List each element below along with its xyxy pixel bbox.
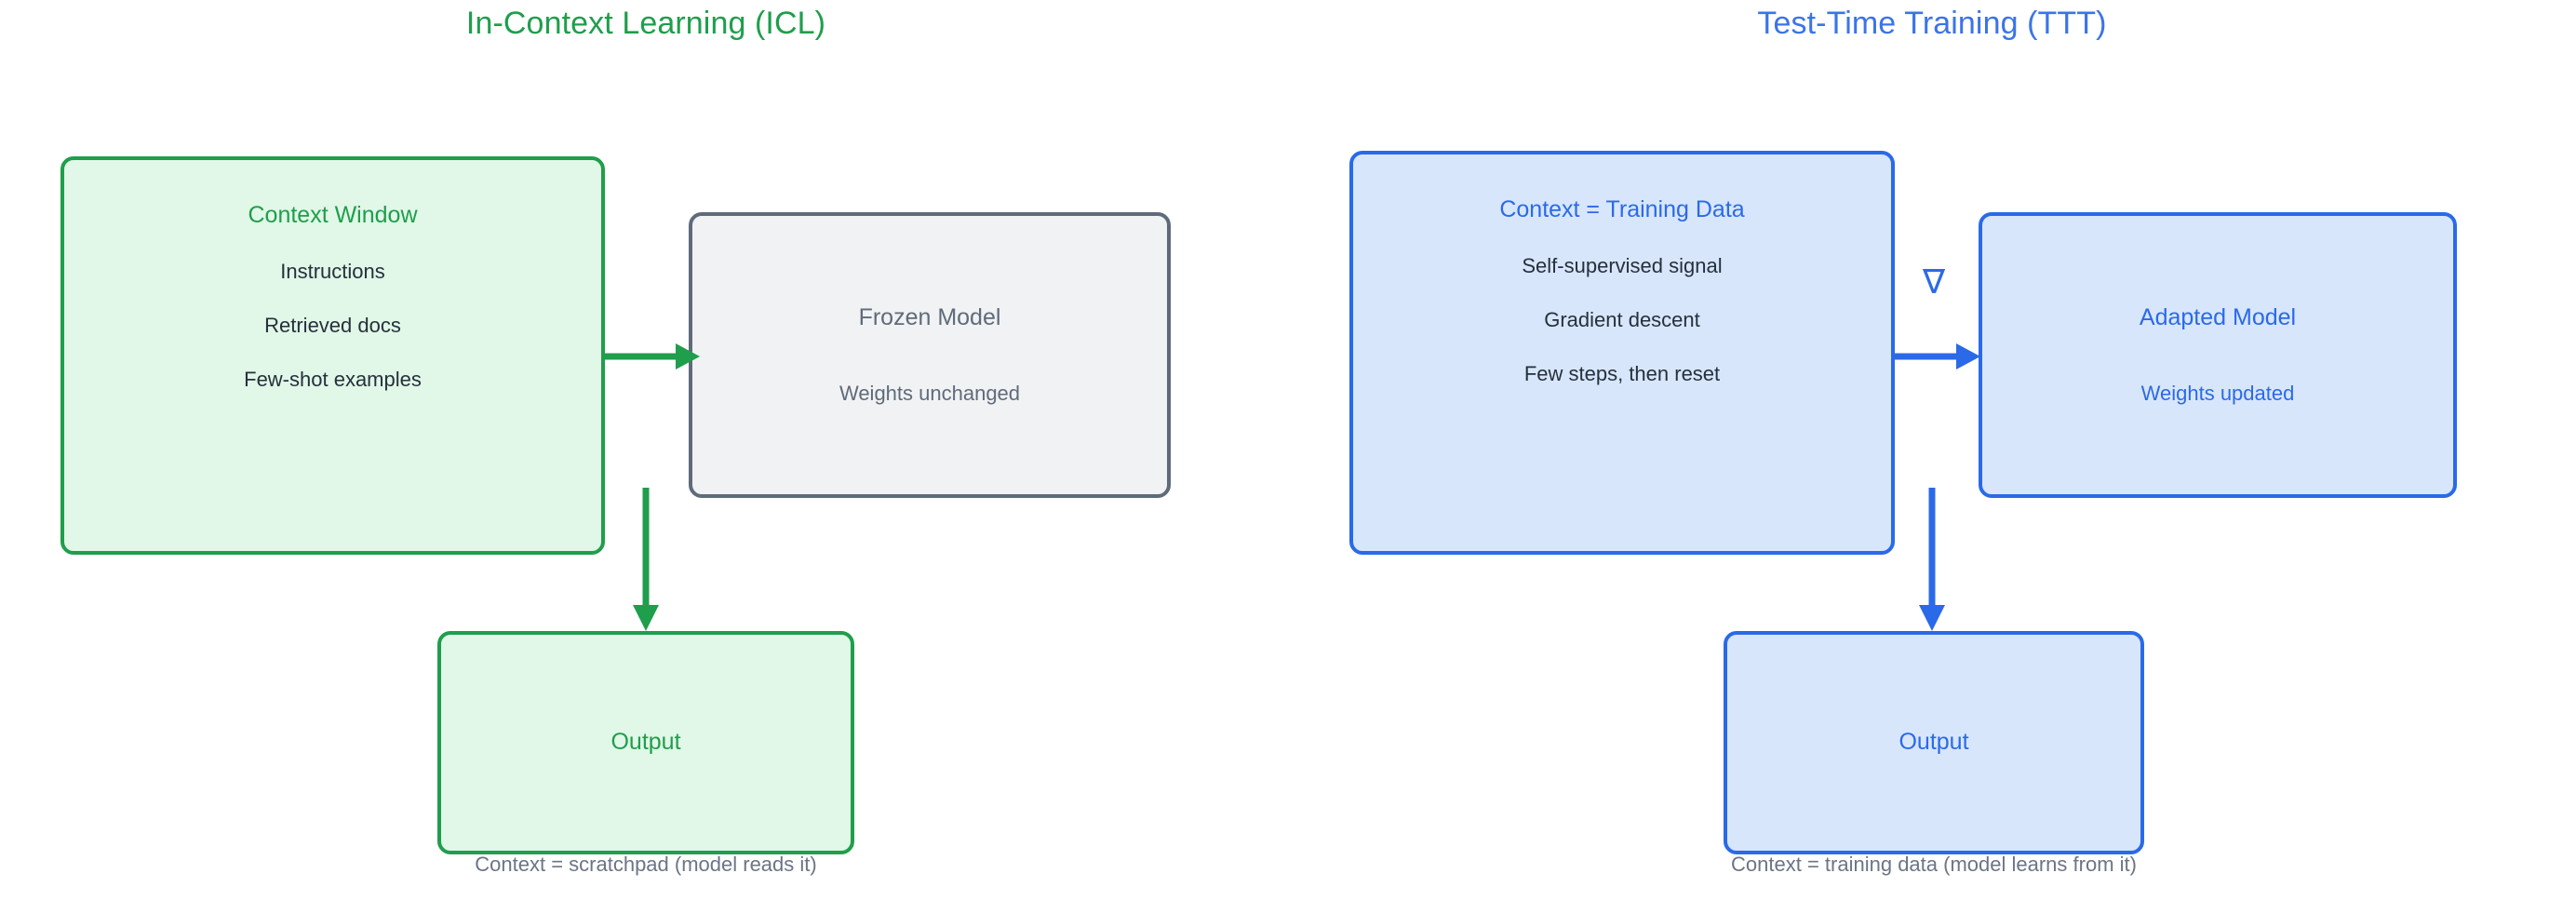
icl-panel-title: In-Context Learning (ICL) xyxy=(465,6,826,41)
ttt-output-box[interactable]: Output xyxy=(1724,631,2144,854)
training-data-box[interactable]: Context = Training Data Self-supervised … xyxy=(1349,151,1895,555)
training-data-item-few-steps-then-reset: Few steps, then reset xyxy=(1523,361,1721,385)
gradient-nabla-icon: ∇ xyxy=(1923,263,1946,302)
context-window-item-few-shot-examples: Few-shot examples xyxy=(244,367,422,391)
icl-output-title: Output xyxy=(610,729,681,756)
arrow-training-data-to-ttt-output xyxy=(1919,488,1945,631)
context-window-item-instructions: Instructions xyxy=(280,259,385,283)
context-window-item-retrieved-docs: Retrieved docs xyxy=(264,313,401,337)
ttt-panel-title: Test-Time Training (TTT) xyxy=(1757,6,2107,41)
training-data-item-self-supervised-signal: Self-supervised signal xyxy=(1522,253,1723,277)
adapted-model-box[interactable]: Adapted Model Weights updated xyxy=(1979,212,2457,498)
icl-output-box[interactable]: Output xyxy=(437,631,854,854)
frozen-model-box[interactable]: Frozen Model Weights unchanged xyxy=(689,212,1171,498)
training-data-item-gradient-descent: Gradient descent xyxy=(1544,307,1700,331)
ttt-caption: Context = training data (model learns fr… xyxy=(1731,853,2137,876)
adapted-model-subtitle: Weights updated xyxy=(2140,382,2295,406)
frozen-model-subtitle: Weights unchanged xyxy=(839,382,1021,406)
frozen-model-title: Frozen Model xyxy=(858,303,1001,330)
adapted-model-title: Adapted Model xyxy=(2139,303,2297,330)
icl-caption: Context = scratchpad (model reads it) xyxy=(475,853,817,876)
ttt-output-title: Output xyxy=(1898,729,1969,756)
context-window-title: Context Window xyxy=(248,202,418,228)
context-window-box[interactable]: Context Window Instructions Retrieved do… xyxy=(60,156,605,555)
training-data-title: Context = Training Data xyxy=(1499,196,1745,222)
arrow-context-to-icl-output xyxy=(633,488,659,631)
